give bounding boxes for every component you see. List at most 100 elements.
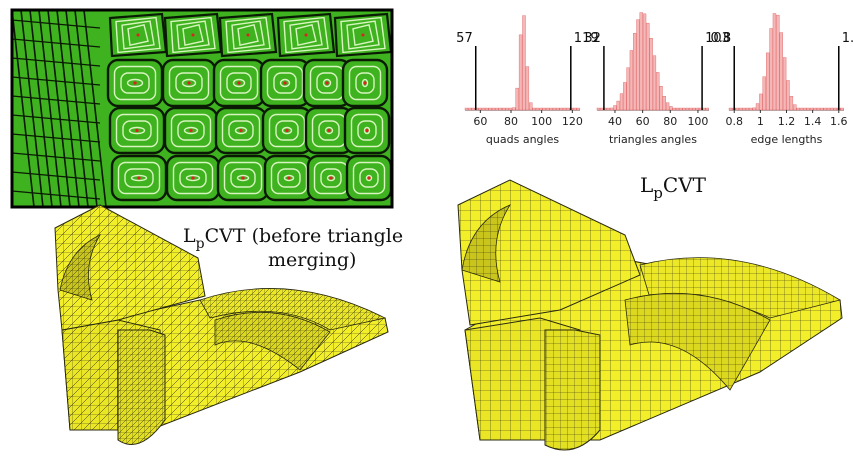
histogram-bar [566, 107, 570, 111]
histogram-bar [702, 107, 706, 111]
cell-edge [38, 10, 62, 207]
cvt-cell [108, 12, 168, 58]
histogram-bar [679, 107, 683, 111]
histogram-bar [562, 107, 567, 111]
svg-text:LpCVT: LpCVT [640, 173, 707, 202]
histogram-bar [498, 107, 503, 111]
histogram-bar [616, 100, 620, 111]
histogram-bar [772, 13, 777, 111]
histogram-bar [738, 107, 743, 111]
histogram-bar [636, 19, 640, 111]
cell-edge [12, 190, 101, 200]
histogram-bar [502, 107, 506, 111]
limit-marker-label: 0.8 [711, 31, 732, 46]
histogram-bar [820, 107, 824, 111]
histogram-bar [752, 107, 756, 111]
x-tick-label: 100 [531, 115, 552, 128]
histogram-bar [692, 107, 696, 111]
cvt-cell [343, 106, 391, 155]
caption-rest: CVT (before triangle [205, 225, 403, 247]
histogram-bar [471, 107, 475, 111]
limit-marker-label: 103 [705, 31, 730, 46]
triangle-mesh-model [54, 204, 389, 445]
histogram-2: 32 103 40 60 80 100 triangles angles [584, 12, 730, 146]
x-tick-label: 60 [473, 115, 487, 128]
histogram-bar [488, 107, 492, 111]
caption-lpcvt-before-merging: LpCVT (before triangle merging) [183, 225, 403, 271]
cvt-cell [108, 106, 166, 155]
cvt-cell [304, 106, 354, 155]
histogram-bar [556, 107, 560, 111]
histogram-bar [755, 103, 760, 111]
histogram-xlabel: triangles angles [609, 133, 697, 146]
histogram-bar [629, 50, 634, 111]
cell-edge [83, 10, 107, 207]
limit-marker-label: 119 [574, 31, 599, 46]
cell-edge [12, 57, 101, 67]
histogram-bar [609, 107, 614, 111]
limit-marker-label: 32 [584, 31, 601, 46]
histogram-bar [806, 107, 810, 111]
histogram-bar [735, 107, 739, 111]
histogram-bar [813, 107, 817, 111]
cvt-cell [333, 12, 392, 58]
histogram-bar [549, 107, 553, 111]
histogram-bar [672, 107, 676, 111]
histogram-bar [633, 33, 637, 111]
cell-edge [12, 152, 101, 162]
histogram-bar [762, 76, 767, 111]
cvt-cell [259, 58, 311, 108]
histogram-bar [649, 37, 653, 111]
histogram-bar [495, 107, 499, 111]
histogram-bar [656, 72, 660, 111]
histogram-bar [823, 107, 827, 111]
cvt-cell [345, 154, 392, 202]
x-tick-label: 60 [636, 115, 650, 128]
x-tick-label: 1.4 [804, 115, 822, 128]
histogram-bar [749, 107, 753, 111]
histogram-bar [685, 107, 690, 111]
cvt-cell [214, 106, 268, 155]
caption-p-subscript: p [196, 236, 205, 252]
cell-edge [12, 95, 101, 105]
histogram-bar [512, 107, 516, 111]
cvt-cell [341, 58, 389, 108]
histogram-bar [659, 85, 663, 111]
histogram-bar [508, 107, 513, 111]
svg-text:LpCVT (before triangle: LpCVT (before triangle [183, 225, 403, 252]
cvt-cell [263, 154, 315, 202]
cvt-cell [163, 12, 223, 58]
histogram-bar [682, 107, 686, 111]
histogram-bar [600, 107, 604, 111]
cvt-cell [163, 106, 219, 155]
histogram-bar [662, 95, 666, 111]
cvt-cell-grid [12, 10, 392, 207]
histogram-bar [665, 102, 670, 111]
x-tick-label: 80 [663, 115, 677, 128]
cvt-cell [218, 12, 278, 58]
cell-edge [12, 76, 101, 86]
histogram-bar [840, 107, 844, 111]
cvt-cell [106, 58, 164, 108]
histogram-bar [669, 106, 673, 111]
x-tick-label: 40 [608, 115, 622, 128]
cvt-cell [165, 154, 221, 202]
caption-rest: CVT [663, 173, 707, 197]
histogram-bar [759, 93, 763, 111]
x-tick-label: 100 [687, 115, 708, 128]
histogram-bar [606, 107, 610, 111]
histogram-bar [799, 107, 804, 111]
histogram-bar [796, 107, 800, 111]
histogram-bar [559, 107, 563, 111]
histogram-bar [542, 107, 546, 111]
histogram-bar [505, 107, 509, 111]
histogram-bar [468, 107, 472, 111]
histogram-bar [769, 28, 773, 111]
caption-second-line: merging) [268, 249, 356, 271]
cell-edge [12, 114, 101, 124]
quad-mesh-model [457, 179, 843, 451]
histogram-bar [642, 13, 647, 111]
